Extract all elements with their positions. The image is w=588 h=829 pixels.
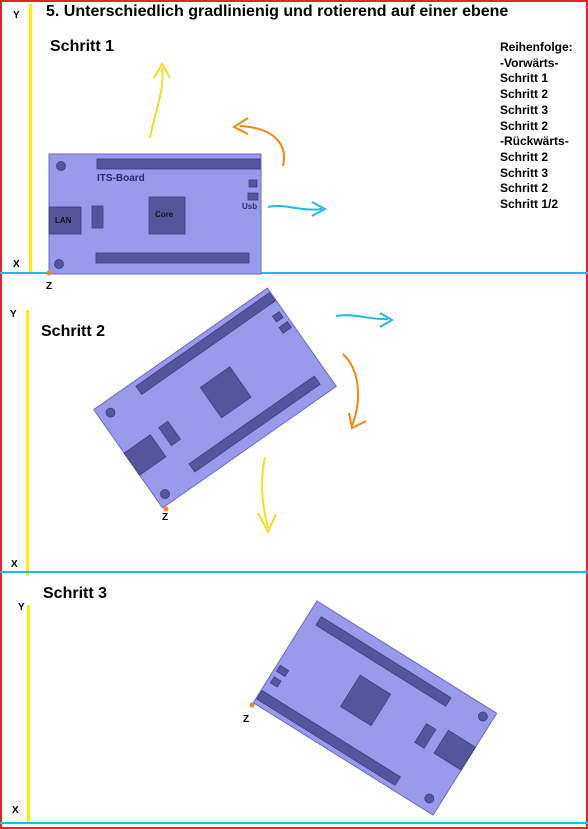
z-axis-label: Z — [162, 512, 169, 523]
order-item: Schritt 1 — [500, 71, 549, 86]
x-axis-label: X — [11, 559, 18, 570]
its-board-step-3 — [252, 600, 498, 816]
arrow-right-cyan — [267, 205, 323, 211]
z-axis-label: Z — [243, 714, 250, 725]
arrow-up-yellow — [149, 67, 164, 139]
arrow-head — [231, 117, 249, 135]
x-axis-label: X — [13, 259, 20, 270]
order-heading: Reihenfolge: — [500, 40, 573, 54]
order-item: Schritt 2 — [500, 118, 549, 133]
y-axis-step-2 — [26, 310, 29, 576]
y-axis-label: Y — [18, 602, 25, 613]
y-axis-step-1 — [29, 4, 32, 274]
arrow-head — [257, 512, 277, 535]
core-label: Core — [155, 210, 174, 219]
order-item: Schritt 2 — [500, 87, 549, 102]
step-1-label: Schritt 1 — [50, 38, 115, 55]
step-3-label: Schritt 3 — [43, 585, 108, 602]
its-board-step-1: ITS-Board Core LAN Usb — [48, 153, 262, 275]
z-axis-label: Z — [46, 281, 53, 292]
y-axis-step-3 — [27, 605, 30, 823]
x-axis-step-3 — [0, 822, 588, 824]
usb-label: Usb — [242, 202, 257, 211]
order-item: Schritt 2 — [500, 149, 549, 164]
origin-point — [163, 506, 169, 512]
arrow-head — [311, 201, 328, 217]
y-axis-label: Y — [10, 309, 17, 320]
arrow-head — [379, 312, 394, 328]
arrow-rotate-orange — [342, 353, 360, 427]
order-item: -Rückwärts- — [500, 134, 569, 149]
origin-point — [249, 702, 255, 708]
arrow-right-cyan — [335, 314, 389, 321]
lan-label: LAN — [55, 216, 72, 225]
origin-point — [46, 270, 52, 276]
arrow-head — [153, 61, 171, 79]
order-item: Schritt 1/2 — [500, 197, 559, 212]
order-item: -Vorwärts- — [500, 55, 559, 70]
order-item: Schritt 3 — [500, 102, 549, 117]
board-name-label: ITS-Board — [97, 173, 145, 184]
order-item: Schritt 2 — [500, 181, 549, 196]
page-title: 5. Unterschiedlich gradlinienig und roti… — [46, 3, 509, 20]
its-board-step-2 — [93, 287, 337, 509]
arrow-head — [348, 412, 367, 430]
order-item: Schritt 3 — [500, 165, 549, 180]
x-axis-step-2 — [0, 571, 588, 573]
arrow-rotate-orange — [239, 125, 285, 167]
x-axis-label: X — [12, 805, 19, 816]
step-2-label: Schritt 2 — [41, 323, 106, 340]
y-axis-label: Y — [13, 10, 20, 21]
arrow-down-yellow — [261, 456, 269, 529]
order-list: Reihenfolge: -Vorwärts- Schritt 1 Schrit… — [500, 40, 573, 213]
x-axis-step-1 — [0, 272, 588, 274]
